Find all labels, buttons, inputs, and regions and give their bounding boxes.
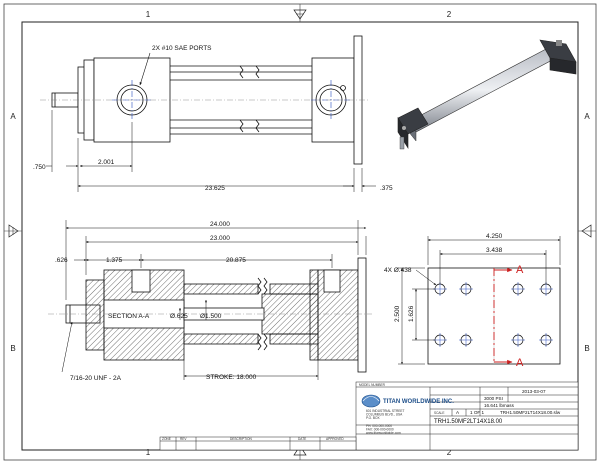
zone-col-2-bottom: 2 [447, 448, 452, 457]
dim-body-section: 23.000 [210, 235, 230, 242]
zone-row-b-left: B [10, 344, 15, 353]
title-block [159, 381, 579, 451]
address-line-6: www.titanworldwide.com [366, 431, 401, 435]
address-line-4: PH: 000-000-0000 [366, 424, 392, 428]
tb-header: MODEL NUMBER [359, 383, 386, 387]
rod-diameter: Ø.625 [170, 313, 188, 320]
section-marker-top: A [516, 264, 524, 276]
drawing-date: 2013-03-07 [522, 389, 546, 394]
dim-bolt-spacing-h: 3.438 [486, 247, 503, 254]
sheet-size: A [456, 410, 460, 415]
dim-port-spacing: 20.875 [226, 257, 246, 264]
company-name: TITAN WORLDWIDE INC. [383, 399, 454, 405]
dim-end-width: 4.250 [486, 233, 503, 240]
dim-overall-section: 24.000 [210, 221, 230, 228]
hole-callout: 4X Ø.438 [384, 267, 412, 274]
port-centerlines [40, 80, 370, 120]
rev-header-date: DATE [298, 437, 306, 441]
dim-end-height: 2.500 [394, 305, 401, 322]
zone-col-1-bottom: 1 [146, 448, 151, 457]
dim-flange: .375 [380, 185, 393, 192]
end-view [427, 267, 561, 365]
thread-spec: 7/16-20 UNF - 2A [70, 375, 122, 382]
dim-overall-top: 23.625 [205, 185, 225, 192]
part-number: TRH1.50MF2LT14X18.00 [434, 419, 503, 425]
zone-row-a-right: A [584, 112, 590, 121]
rev-header-description: DESCRIPTION [230, 437, 252, 441]
section-marker-bottom: A [516, 357, 524, 369]
zone-col-2-top: 2 [447, 10, 452, 19]
dim-bolt-spacing-v: 1.626 [408, 305, 415, 322]
rev-header-rev: REV [180, 437, 187, 441]
address-line-2: COLUMBUS BLVD., USA [366, 413, 403, 417]
dim-port-start: 2.001 [98, 159, 115, 166]
ports-leader [139, 52, 151, 86]
sheet-number: 1 OF 1 [470, 410, 484, 415]
bore-diameter: Ø1.500 [200, 313, 222, 320]
dim-rod-extension: .750 [33, 164, 46, 171]
address-line-3: P.O. BOX [366, 416, 380, 420]
end-view-dimensions [398, 236, 561, 365]
file-name: TRH1.50MF2LT14X18.00.slw [500, 410, 561, 415]
zone-row-b-right: B [584, 344, 589, 353]
zone-row-a-left: A [10, 112, 16, 121]
rev-header-zone: ZONE [162, 437, 171, 441]
address-line-5: FAX: 000-000-0000 [366, 428, 394, 432]
dim-rod-end: .626 [55, 257, 68, 264]
address-line-1: 601 INDUSTRIAL STREET [366, 409, 405, 413]
rev-header-approved: APPROVED [326, 437, 344, 441]
isometric-view [397, 39, 577, 150]
dim-port-offset: 1.375 [106, 257, 123, 264]
company-logo [361, 394, 381, 408]
stroke-length: STROKE: 18.000 [206, 374, 257, 381]
scale-label: SCALE [434, 411, 444, 415]
top-view-dimensions [46, 110, 376, 192]
pressure-rating: 3000 PSI [484, 396, 503, 401]
section-label: SECTION A-A [108, 313, 150, 320]
ports-note: 2X #10 SAE PORTS [152, 45, 212, 52]
section-dimensions [61, 220, 367, 380]
weight: 16.641 lbmass [484, 403, 515, 408]
zone-col-1-top: 1 [146, 10, 151, 19]
